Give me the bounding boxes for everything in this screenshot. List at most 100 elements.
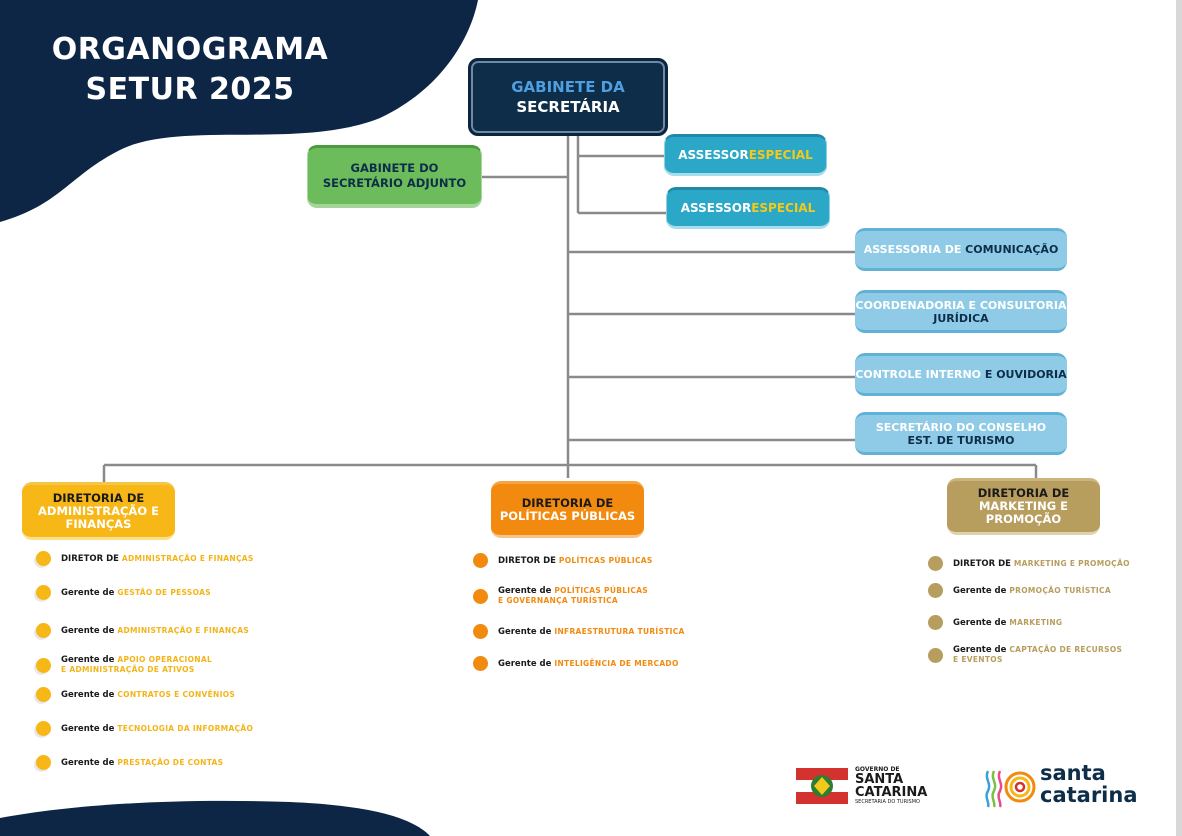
bullet-dot <box>928 647 943 663</box>
item-unit: CAPTAÇÃO DE RECURSOS <box>1009 645 1123 654</box>
item-unit: GESTÃO DE PESSOAS <box>117 587 211 597</box>
item-role: Gerente de <box>953 617 1010 628</box>
dir-admin-line-2: ADMINISTRAÇÃO E <box>38 503 159 518</box>
title-line-2: SETUR 2025 <box>85 72 295 107</box>
item-role: DIRETOR DE <box>498 555 559 566</box>
item-unit: PROMOÇÃO TURÍSTICA <box>1009 585 1111 595</box>
item-unit: ADMINISTRAÇÃO E FINANÇAS <box>121 553 254 563</box>
bullet-dot <box>473 656 488 671</box>
item-unit-cont: E GOVERNANÇA TURÍSTICA <box>498 596 619 605</box>
dir-admin-line-3: FINANÇAS <box>65 516 132 531</box>
list-item: DIRETOR DE POLÍTICAS PÚBLICAS <box>473 553 653 568</box>
bullet-dot <box>36 551 51 566</box>
staff-2-a: COORDENADORIA E CONSULTORIA <box>855 298 1067 312</box>
title-line-1: ORGANOGRAMA <box>51 32 329 67</box>
page-title: ORGANOGRAMA SETUR 2025 <box>20 30 360 110</box>
item-unit: MARKETING <box>1009 617 1063 627</box>
adjunto-line-2: SECRETÁRIO ADJUNTO <box>322 176 467 190</box>
assessor-especial-box-2: ASSESSOR ESPECIAL <box>666 187 830 229</box>
connector-lines <box>102 136 1038 484</box>
item-role: Gerente de <box>61 625 118 636</box>
bullet-dot <box>928 583 943 598</box>
list-item: DIRETOR DE MARKETING E PROMOÇÃO <box>928 556 1130 571</box>
gabinete-da-secretaria-box: GABINETE DA SECRETÁRIA <box>468 58 668 136</box>
assessor-2-label-b: ESPECIAL <box>751 201 816 215</box>
item-unit: TECNOLOGIA DA INFORMAÇÃO <box>117 723 254 733</box>
list-item: Gerente de INTELIGÊNCIA DE MERCADO <box>473 656 679 671</box>
staff-4-c: EST. DE TURISMO <box>907 433 1015 447</box>
staff-box-comunicacao: ASSESSORIA DE COMUNICAÇÃO <box>855 228 1067 271</box>
list-item: Gerente de CONTRATOS E CONVÊNIOS <box>36 687 235 702</box>
governo-sc-logo: GOVERNO DE SANTA CATARINA SECRETARIA DO … <box>796 766 956 806</box>
bullet-dot <box>36 623 51 638</box>
item-role: DIRETOR DE <box>61 553 122 564</box>
assessor-especial-box-1: ASSESSOR ESPECIAL <box>664 134 827 176</box>
diretoria-marketing-box: DIRETORIA DE MARKETING E PROMOÇÃO <box>947 478 1100 535</box>
logo-gov-line-1: GOVERNO DE <box>855 766 900 773</box>
brand-line-1: santa <box>1040 761 1106 785</box>
item-role: Gerente de <box>61 689 118 700</box>
item-role: Gerente de <box>61 723 118 734</box>
diretoria-politicas-box: DIRETORIA DE POLÍTICAS PÚBLICAS <box>491 481 644 538</box>
staff-1-b: COMUNICAÇÃO <box>965 243 1059 256</box>
top-left-wave <box>0 0 478 222</box>
gabinete-adjunto-box: GABINETE DO SECRETÁRIO ADJUNTO <box>307 145 482 208</box>
bullet-dot <box>36 721 51 736</box>
item-role: Gerente de <box>498 658 555 669</box>
bullet-dot <box>473 624 488 639</box>
diretoria-admin-box: DIRETORIA DE ADMINISTRAÇÃO E FINANÇAS <box>22 482 175 540</box>
item-unit: CONTRATOS E CONVÊNIOS <box>117 689 236 699</box>
top-box-line-1: GABINETE DA <box>511 78 625 96</box>
santa-catarina-brand-logo: santa catarina <box>982 762 1152 812</box>
list-item: Gerente de PRESTAÇÃO DE CONTAS <box>36 755 223 770</box>
assessor-1-label-b: ESPECIAL <box>748 148 813 162</box>
item-role: DIRETOR DE <box>953 558 1014 569</box>
item-role: Gerente de <box>498 626 555 637</box>
staff-3-a: CONTROLE INTERNO <box>855 368 985 381</box>
item-unit: INFRAESTRUTURA TURÍSTICA <box>554 626 685 636</box>
staff-1-a: ASSESSORIA DE <box>863 243 966 256</box>
logo-gov-line-4: SECRETARIA DO TURISMO <box>855 799 920 805</box>
item-role: Gerente de <box>61 757 118 768</box>
list-item: Gerente de GESTÃO DE PESSOAS <box>36 585 211 600</box>
item-unit: PRESTAÇÃO DE CONTAS <box>117 757 224 767</box>
item-unit: INTELIGÊNCIA DE MERCADO <box>554 658 679 668</box>
dir-mkt-line-2: MARKETING E <box>978 499 1068 513</box>
dir-pol-line-2: POLÍTICAS PÚBLICAS <box>499 508 636 523</box>
staff-box-controle: CONTROLE INTERNO E OUVIDORIA <box>855 353 1067 396</box>
bullet-dot <box>36 687 51 702</box>
top-box-line-2: SECRETÁRIA <box>516 98 620 116</box>
adjunto-line-1: GABINETE DO <box>350 161 439 175</box>
item-unit: POLÍTICAS PÚBLICAS <box>554 586 649 595</box>
brand-line-2: catarina <box>1040 783 1138 807</box>
dir-pol-line-1: DIRETORIA DE <box>521 495 614 510</box>
bullet-dot <box>36 657 51 673</box>
assessor-2-label-a: ASSESSOR <box>680 201 752 215</box>
item-unit: POLÍTICAS PÚBLICAS <box>558 555 653 565</box>
logo-gov-line-2: SANTA <box>855 772 904 787</box>
item-role: Gerente de <box>498 586 555 596</box>
sc-flag-icon <box>796 768 848 804</box>
dir-admin-line-1: DIRETORIA DE <box>52 490 145 505</box>
logo-gov-line-3: CATARINA <box>855 785 928 800</box>
bullet-dot <box>473 553 488 568</box>
staff-3-b: E OUVIDORIA <box>984 368 1067 381</box>
item-unit-cont: E ADMINISTRAÇÃO DE ATIVOS <box>61 665 195 674</box>
staff-4-a: SECRETÁRIO DO CONSELHO <box>875 420 1047 434</box>
bullet-dot <box>928 556 943 571</box>
item-role: Gerente de <box>953 585 1010 596</box>
item-unit-cont: E EVENTOS <box>953 655 1003 664</box>
item-unit: APOIO OPERACIONAL <box>117 655 213 664</box>
dir-mkt-line-3: PROMOÇÃO <box>985 512 1062 526</box>
list-item: DIRETOR DE ADMINISTRAÇÃO E FINANÇAS <box>36 551 254 566</box>
item-unit: ADMINISTRAÇÃO E FINANÇAS <box>117 625 250 635</box>
list-item: Gerente de ADMINISTRAÇÃO E FINANÇAS <box>36 623 249 638</box>
item-role: Gerente de <box>61 655 118 665</box>
bullet-dot <box>473 588 488 604</box>
